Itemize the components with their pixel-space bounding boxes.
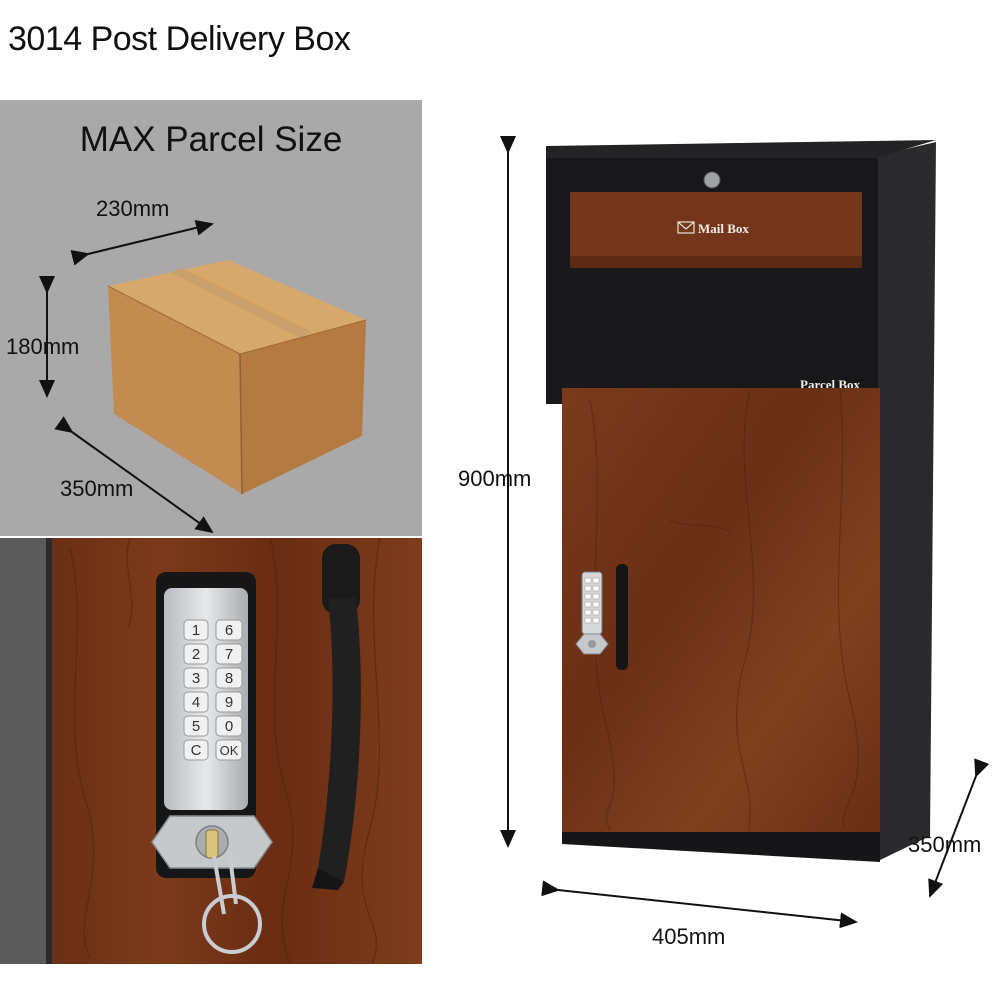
- parcel-illustration: [39, 219, 367, 534]
- mailbox-label: Mail Box: [698, 221, 749, 236]
- parcel-height-label: 180mm: [6, 334, 80, 359]
- parcel-width-label: 230mm: [96, 196, 170, 221]
- width-arrow: [70, 219, 214, 266]
- product-height-label: 900mm: [458, 466, 532, 491]
- product-photo: Mail Box Parcel Box: [430, 100, 1000, 980]
- key-9: 9: [225, 694, 233, 711]
- key-c: C: [191, 742, 202, 759]
- key-2: 2: [192, 646, 200, 663]
- parcel-door-handle: [616, 564, 628, 670]
- key-ring-icon: [202, 855, 262, 954]
- door-handle-icon: [312, 544, 361, 890]
- cabinet-top: [546, 140, 936, 160]
- key-0: 0: [225, 718, 233, 735]
- parcel-size-heading: MAX Parcel Size: [79, 120, 343, 159]
- parcel-size-panel: MAX Parcel Size 230mm 180mm 350mm: [0, 100, 422, 536]
- keypad-buttons: 1 2 3 4 5 C 6 7 8 9 0 OK: [183, 619, 243, 761]
- width-dimension-arrow: [541, 880, 858, 929]
- key-4: 4: [192, 694, 200, 711]
- lock-knob-icon: [151, 815, 273, 869]
- mailbox-lock-icon: [703, 171, 721, 189]
- depth-dimension-arrow: [928, 758, 990, 898]
- key-ok: OK: [220, 743, 239, 758]
- key-6: 6: [225, 622, 233, 639]
- cardboard-box: [107, 260, 367, 495]
- door-keypad-icon: [575, 571, 609, 655]
- product-depth-label: 350mm: [908, 832, 982, 857]
- keypad-closeup-photo: 1 2 3 4 5 C 6 7 8 9 0 OK: [0, 538, 422, 964]
- key-8: 8: [225, 670, 233, 687]
- page-title: 3014 Post Delivery Box: [8, 20, 351, 58]
- key-7: 7: [225, 646, 233, 663]
- key-1: 1: [192, 622, 200, 639]
- depth-arrow: [54, 416, 214, 534]
- parcel-door: [562, 388, 880, 832]
- cabinet-side: [876, 142, 936, 860]
- parcel-depth-label: 350mm: [60, 476, 134, 501]
- key-3: 3: [192, 670, 200, 687]
- mail-slot-flap: [570, 192, 862, 262]
- envelope-icon: [677, 221, 695, 234]
- key-5: 5: [192, 718, 200, 735]
- product-width-label: 405mm: [652, 924, 726, 949]
